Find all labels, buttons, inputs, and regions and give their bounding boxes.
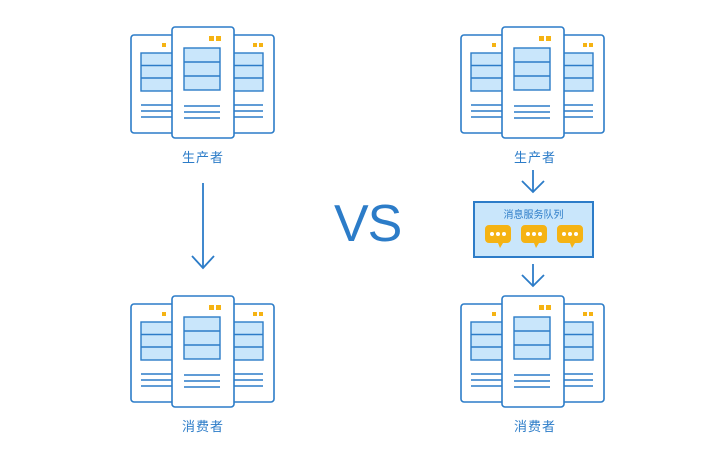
right-consumer-label: 消费者 — [513, 420, 556, 435]
server-icon — [460, 295, 605, 408]
chat-bubble-icon — [521, 225, 547, 248]
left-producer-label: 生产者 — [181, 151, 224, 166]
chat-bubble-icon — [557, 225, 583, 248]
vs-text: VS — [334, 195, 402, 253]
queue-title: 消息服务队列 — [503, 210, 564, 221]
server-icon — [130, 26, 275, 139]
arrow-down-icon — [521, 170, 545, 194]
chat-bubble-icon — [485, 225, 511, 248]
arrow-down-icon — [521, 264, 545, 288]
left-producer-servers — [130, 26, 280, 141]
message-queue: 消息服务队列 — [473, 201, 594, 258]
server-icon — [130, 295, 275, 408]
server-icon — [460, 26, 605, 139]
arrow-down-icon — [191, 183, 215, 270]
right-producer-servers — [460, 26, 610, 141]
left-consumer-label: 消费者 — [181, 420, 224, 435]
left-consumer-servers — [130, 295, 280, 410]
right-consumer-servers — [460, 295, 610, 410]
right-producer-label: 生产者 — [513, 151, 556, 166]
